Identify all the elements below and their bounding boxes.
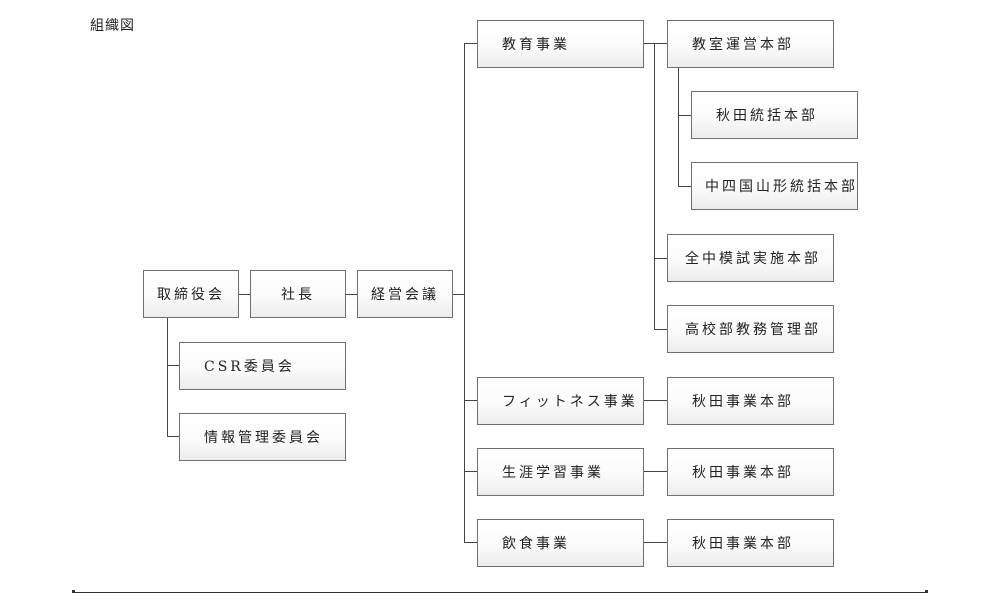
connector-to-lifelong xyxy=(464,471,477,472)
division-education-box: 教育事業 xyxy=(477,20,644,68)
connector-division-trunk xyxy=(464,43,465,543)
connector-education-unit-trunk xyxy=(654,43,655,329)
connector-committee-trunk xyxy=(167,318,168,436)
division-fitness-box: フィットネス事業 xyxy=(477,377,644,425)
committee-info-box: 情報管理委員会 xyxy=(179,413,346,461)
connector-fitness-unit xyxy=(643,400,667,401)
footer-divider xyxy=(72,592,928,593)
unit-koko-box: 高校部教務管理部 xyxy=(667,305,834,353)
unit-fitness-akita-box: 秋田事業本部 xyxy=(667,377,834,425)
footer-divider-cap-right xyxy=(925,590,928,593)
connector-board-president xyxy=(238,294,250,295)
connector-lifelong-unit xyxy=(643,471,667,472)
unit-zenchu-box: 全中模試実施本部 xyxy=(667,234,834,282)
connector-to-csr xyxy=(167,365,179,366)
management-council-box: 経営会議 xyxy=(357,270,453,318)
connector-food-unit xyxy=(643,542,667,543)
subunit-akita-tokatsu-box: 秋田統括本部 xyxy=(691,91,858,139)
connector-to-education xyxy=(464,43,477,44)
board-box: 取締役会 xyxy=(143,270,239,318)
division-lifelong-box: 生涯学習事業 xyxy=(477,448,644,496)
connector-to-koko xyxy=(654,329,667,330)
connector-to-info xyxy=(167,436,179,437)
subunit-chushikoku-box: 中四国山形統括本部 xyxy=(691,162,858,210)
connector-to-chushikoku xyxy=(678,186,691,187)
unit-food-akita-box: 秋田事業本部 xyxy=(667,519,834,567)
president-box: 社長 xyxy=(250,270,346,318)
connector-president-council xyxy=(345,294,357,295)
connector-to-zenchu xyxy=(654,258,667,259)
page-title: 組織図 xyxy=(90,18,135,34)
committee-csr-box: CSR委員会 xyxy=(179,342,346,390)
connector-subunit-trunk xyxy=(678,67,679,186)
connector-to-akita-tokatsu xyxy=(678,115,691,116)
connector-to-food xyxy=(464,542,477,543)
division-food-box: 飲食事業 xyxy=(477,519,644,567)
unit-lifelong-akita-box: 秋田事業本部 xyxy=(667,448,834,496)
footer-divider-cap-left xyxy=(72,590,75,593)
connector-to-fitness xyxy=(464,400,477,401)
unit-kyoshitsu-box: 教室運営本部 xyxy=(667,20,834,68)
connector-council-trunk xyxy=(452,294,465,295)
connector-education-units xyxy=(643,43,667,44)
